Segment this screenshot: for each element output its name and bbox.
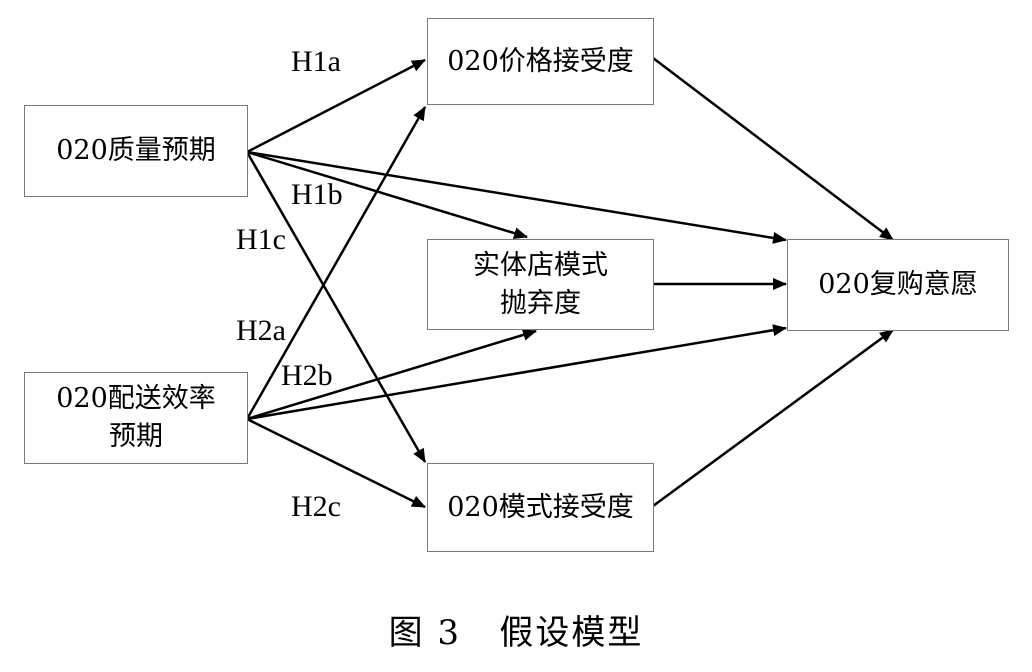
label-h2b: H2b xyxy=(281,359,333,392)
figure-caption: 图 3 假设模型 xyxy=(388,613,644,653)
node-o2o-mode-acceptance: 020模式接受度 xyxy=(427,463,654,552)
node-label: 020质量预期 xyxy=(56,135,216,166)
node-label-line-2: 抛弃度 xyxy=(500,287,581,319)
arrow-quality-to-abandon xyxy=(246,150,528,239)
label-h2c: H2c xyxy=(291,490,341,523)
node-label: 020价格接受度 xyxy=(447,45,634,77)
node-o2o-price-acceptance: 020价格接受度 xyxy=(427,18,654,105)
node-o2o-repurchase-intention: 020复购意愿 xyxy=(787,239,1009,331)
label-h1b: H1b xyxy=(291,178,343,211)
label-h1a: H1a xyxy=(291,45,341,78)
node-physical-store-abandonment: 实体店模式 抛弃度 xyxy=(427,239,654,330)
arrow-quality-to-mode xyxy=(245,151,427,463)
node-o2o-quality-expectation: 020质量预期 xyxy=(24,105,248,197)
label-h2a: H2a xyxy=(236,314,286,347)
node-label-line-1: 实体店模式 xyxy=(473,249,608,281)
arrow-delivery-to-repurchase xyxy=(246,324,787,421)
arrow-price-to-repurchase xyxy=(652,57,894,241)
arrow-delivery-to-abandon xyxy=(246,329,537,421)
node-label: 020模式接受度 xyxy=(447,491,634,523)
arrow-quality-to-price xyxy=(246,58,426,154)
node-label-line-2: 预期 xyxy=(108,421,163,452)
arrow-delivery-to-mode xyxy=(246,417,426,509)
arrow-quality-to-repurchase xyxy=(246,150,787,244)
arrow-delivery-to-price xyxy=(245,106,427,420)
node-label: 020复购意愿 xyxy=(818,269,978,300)
label-h1c: H1c xyxy=(236,223,286,256)
arrow-mode-to-repurchase xyxy=(652,328,894,508)
node-label-line-1: 020配送效率 xyxy=(56,383,216,414)
node-o2o-delivery-efficiency-expectation: 020配送效率 预期 xyxy=(24,372,248,464)
